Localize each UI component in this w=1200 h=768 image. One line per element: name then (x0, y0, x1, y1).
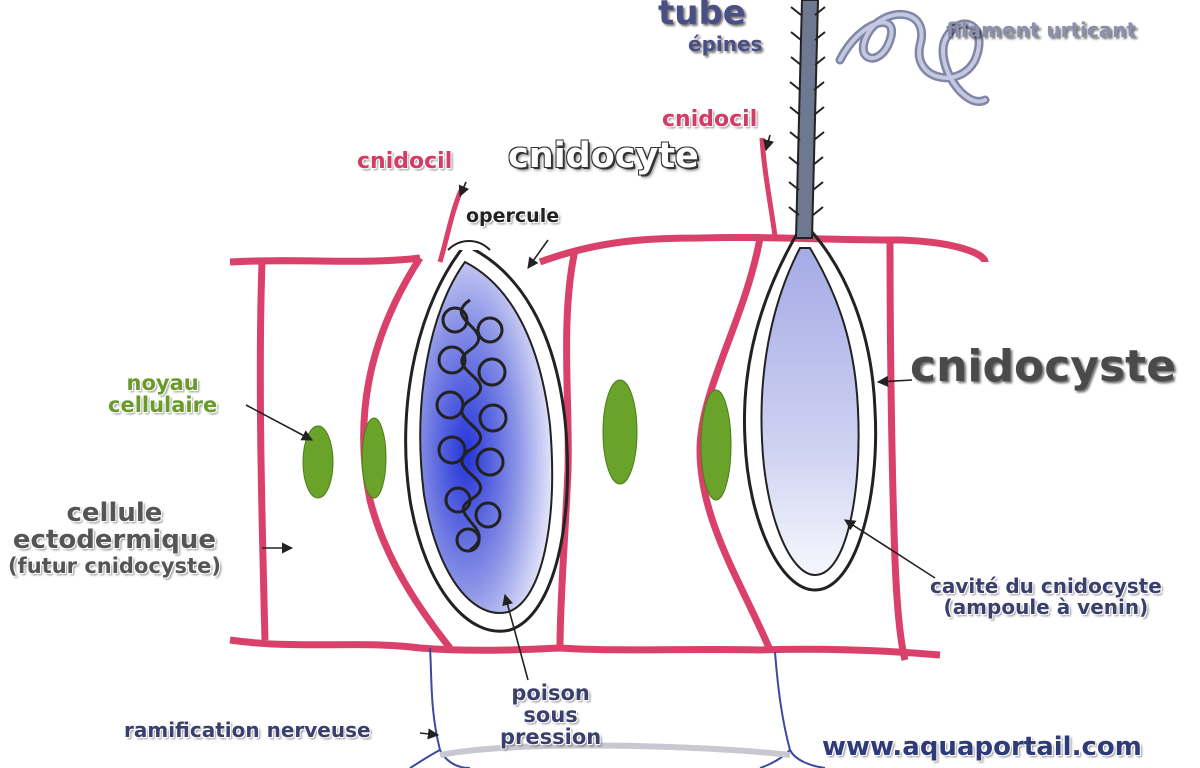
label-opercule: opercule (466, 205, 560, 227)
label-poison-line3: pression (500, 725, 602, 750)
label-cavite-cnidocyste: cavité du cnidocyste (ampoule à venin) (930, 576, 1162, 618)
label-filament-urticant: filament urticant (946, 18, 1137, 42)
label-cavite-line1: cavité du cnidocyste (930, 574, 1162, 598)
label-ramification-nerveuse: ramification nerveuse (124, 718, 371, 742)
label-cellule-line1: cellule (66, 498, 163, 528)
label-cnidocil-left: cnidocil (357, 149, 453, 174)
label-cavite-line2: (ampoule à venin) (943, 595, 1149, 619)
label-poison-sous-pression: poison sous pression (500, 682, 601, 748)
label-noyau-line2: cellulaire (108, 393, 218, 418)
label-poison-line2: sous (523, 703, 578, 728)
nuclei (302, 379, 732, 501)
label-cnidocyste: cnidocyste (910, 341, 1177, 392)
pointer-lines (245, 134, 936, 740)
label-cellule-line3: (futur cnidocyste) (8, 553, 221, 578)
label-cellule-ectodermique: cellule ectodermique (futur cnidocyste) (8, 498, 221, 578)
label-cellule-line2: ectodermique (12, 525, 217, 556)
label-cnidocil-right: cnidocil (662, 107, 758, 132)
label-tube: tube (658, 0, 746, 33)
right-capsule (742, 230, 878, 592)
stinging-filament (835, 10, 990, 106)
label-epines: épines (688, 32, 763, 56)
label-cnidocyte: cnidocyte (508, 136, 699, 176)
cnidocil-right (759, 137, 778, 237)
everted-tube (788, 0, 826, 239)
watermark-link[interactable]: www.aquaportail.com (822, 732, 1142, 762)
label-noyau-cellulaire: noyau cellulaire (108, 372, 217, 416)
label-noyau-line1: noyau (126, 371, 199, 395)
label-poison-line1: poison (511, 681, 590, 705)
left-capsule (404, 240, 569, 633)
